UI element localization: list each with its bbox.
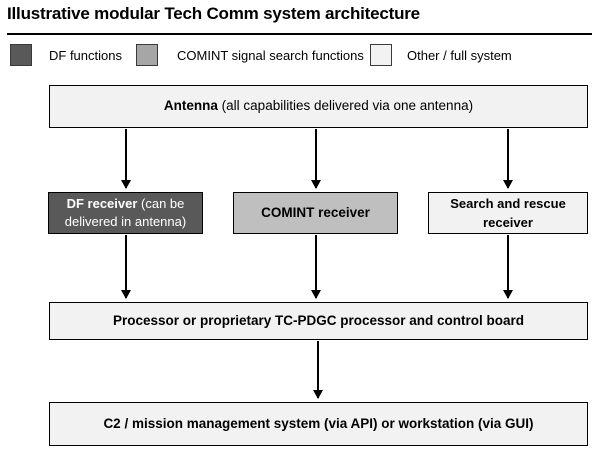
df-receiver-label: DF receiver (can be delivered in antenna… [64, 195, 187, 229]
legend-label-df-functions: DF functions [49, 48, 122, 63]
df-receiver-box: DF receiver (can be delivered in antenna… [48, 192, 203, 234]
search-and-rescue-receiver-label: Search and rescue receiver [450, 195, 566, 231]
comint-receiver-label: COMINT receiver [261, 204, 370, 220]
antenna-label: Antenna (all capabilities delivered via … [163, 98, 474, 114]
legend-label-other-full-system: Other / full system [407, 48, 512, 63]
legend-swatch-comint-functions [136, 44, 158, 66]
search-and-rescue-receiver-box: Search and rescue receiver [428, 192, 588, 234]
antenna-box: Antenna (all capabilities delivered via … [49, 85, 588, 128]
legend-swatch-other-full-system [370, 44, 392, 66]
processor-box: Processor or proprietary TC-PDGC process… [49, 302, 588, 340]
c2-box: C2 / mission management system (via API)… [49, 402, 588, 446]
title-underline [7, 33, 592, 35]
comint-receiver-box: COMINT receiver [233, 192, 398, 234]
c2-label: C2 / mission management system (via API)… [103, 415, 534, 431]
processor-label: Processor or proprietary TC-PDGC process… [112, 312, 525, 328]
legend-swatch-df-functions [10, 44, 32, 66]
page-title: Illustrative modular Tech Comm system ar… [7, 4, 420, 23]
legend-label-comint-functions: COMINT signal search functions [177, 48, 364, 63]
